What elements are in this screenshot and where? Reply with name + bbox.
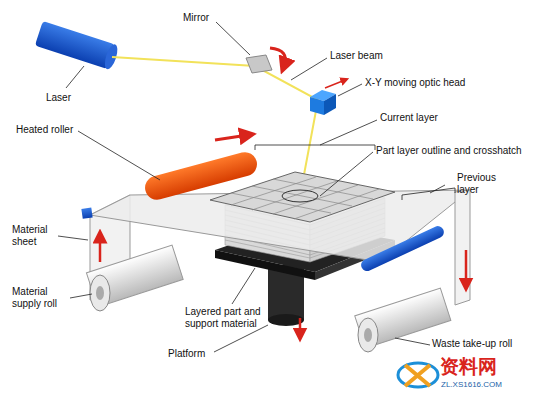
material-sheet-label: Material sheet [12, 224, 62, 248]
optic-head-label: X-Y moving optic head [365, 77, 465, 89]
watermark-url: ZL.XS1616.COM [441, 380, 502, 390]
laser-label: Laser [46, 92, 71, 104]
current-layer-label: Current layer [380, 112, 438, 124]
previous-layer-label: Previous layer [457, 172, 507, 196]
layered-part-label: Layered part and support material [185, 306, 285, 330]
heated-roller-label: Heated roller [16, 124, 73, 136]
mirror-label: Mirror [183, 12, 209, 24]
watermark-text: 资料网 [440, 356, 497, 377]
laser-beam-label: Laser beam [330, 50, 383, 62]
supply-roll-label: Material supply roll [12, 286, 74, 310]
outline-label: Part layer outline and crosshatch [376, 145, 522, 157]
take-up-roll-label: Waste take-up roll [432, 338, 512, 350]
platform-label: Platform [168, 348, 205, 360]
